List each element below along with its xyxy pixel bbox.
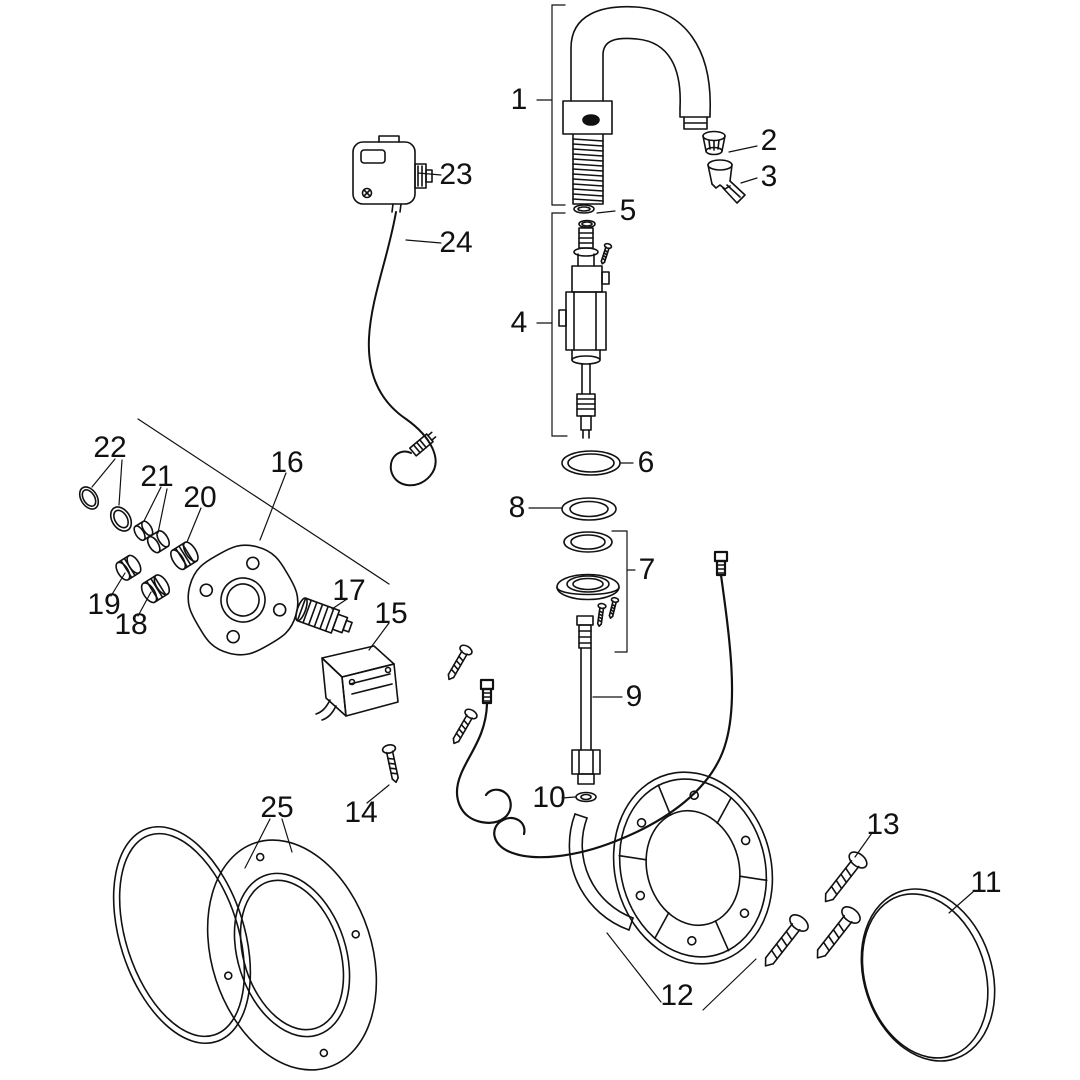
part-2-aerator-insert (702, 130, 726, 156)
part-10-washer (575, 791, 597, 803)
part-19-nut (115, 554, 142, 581)
part-1-spout (562, 5, 711, 205)
part-label-24: 24 (439, 226, 473, 259)
part-label-7: 7 (638, 553, 656, 586)
part-label-10: 10 (532, 781, 566, 814)
part-label-4: 4 (510, 306, 528, 339)
part-label-18: 18 (114, 608, 148, 641)
part-3-aerator-key (707, 159, 746, 204)
part-21-bushings (133, 520, 170, 554)
part-label-20: 20 (183, 481, 217, 514)
part-label-17: 17 (332, 574, 366, 607)
part-label-12: 12 (660, 979, 694, 1012)
part-12-clamp-segment (568, 813, 634, 931)
part-label-9: 9 (625, 680, 643, 713)
part-label-8: 8 (508, 491, 526, 524)
part-4-valve-body (558, 227, 610, 439)
part-13-screws (756, 847, 871, 974)
part-11-cover-disc (860, 888, 996, 1062)
part-18-nut (140, 574, 171, 604)
part-label-19: 19 (87, 588, 121, 621)
mounting-screws-mid (442, 642, 480, 748)
part-8-seal-ring (561, 497, 617, 521)
part-label-15: 15 (374, 597, 408, 630)
part-17-solenoid-valve (295, 597, 353, 634)
part-label-14: 14 (344, 796, 378, 829)
part-label-13: 13 (866, 808, 900, 841)
part-label-21: 21 (140, 460, 174, 493)
part-15-electronics-box (315, 645, 399, 721)
part-label-3: 3 (760, 160, 778, 193)
part-label-23: 23 (439, 158, 473, 191)
part-label-5: 5 (619, 194, 637, 227)
part-20-sleeve (170, 541, 199, 571)
part-24-cable (367, 211, 437, 487)
part-label-1: 1 (510, 83, 528, 116)
part-label-11: 11 (970, 866, 1002, 899)
part-label-22: 22 (93, 431, 127, 464)
part-7-base-ring-set (556, 531, 620, 628)
part-6-ring (561, 450, 621, 476)
part-label-2: 2 (760, 124, 778, 157)
part-22-o-rings (78, 486, 133, 532)
supply-hose-short (456, 678, 512, 824)
part-label-6: 6 (637, 446, 655, 479)
part-25-rings (112, 825, 378, 1071)
part-12-mounting-ring (612, 771, 774, 965)
part-label-16: 16 (270, 446, 304, 479)
part-9-riser-tube (571, 615, 601, 785)
part-label-25: 25 (260, 791, 294, 824)
part-14-screw (381, 742, 404, 785)
part-16-mounting-plate (187, 544, 299, 656)
leader-lines (91, 4, 975, 1011)
part-23-control-unit (352, 135, 433, 213)
